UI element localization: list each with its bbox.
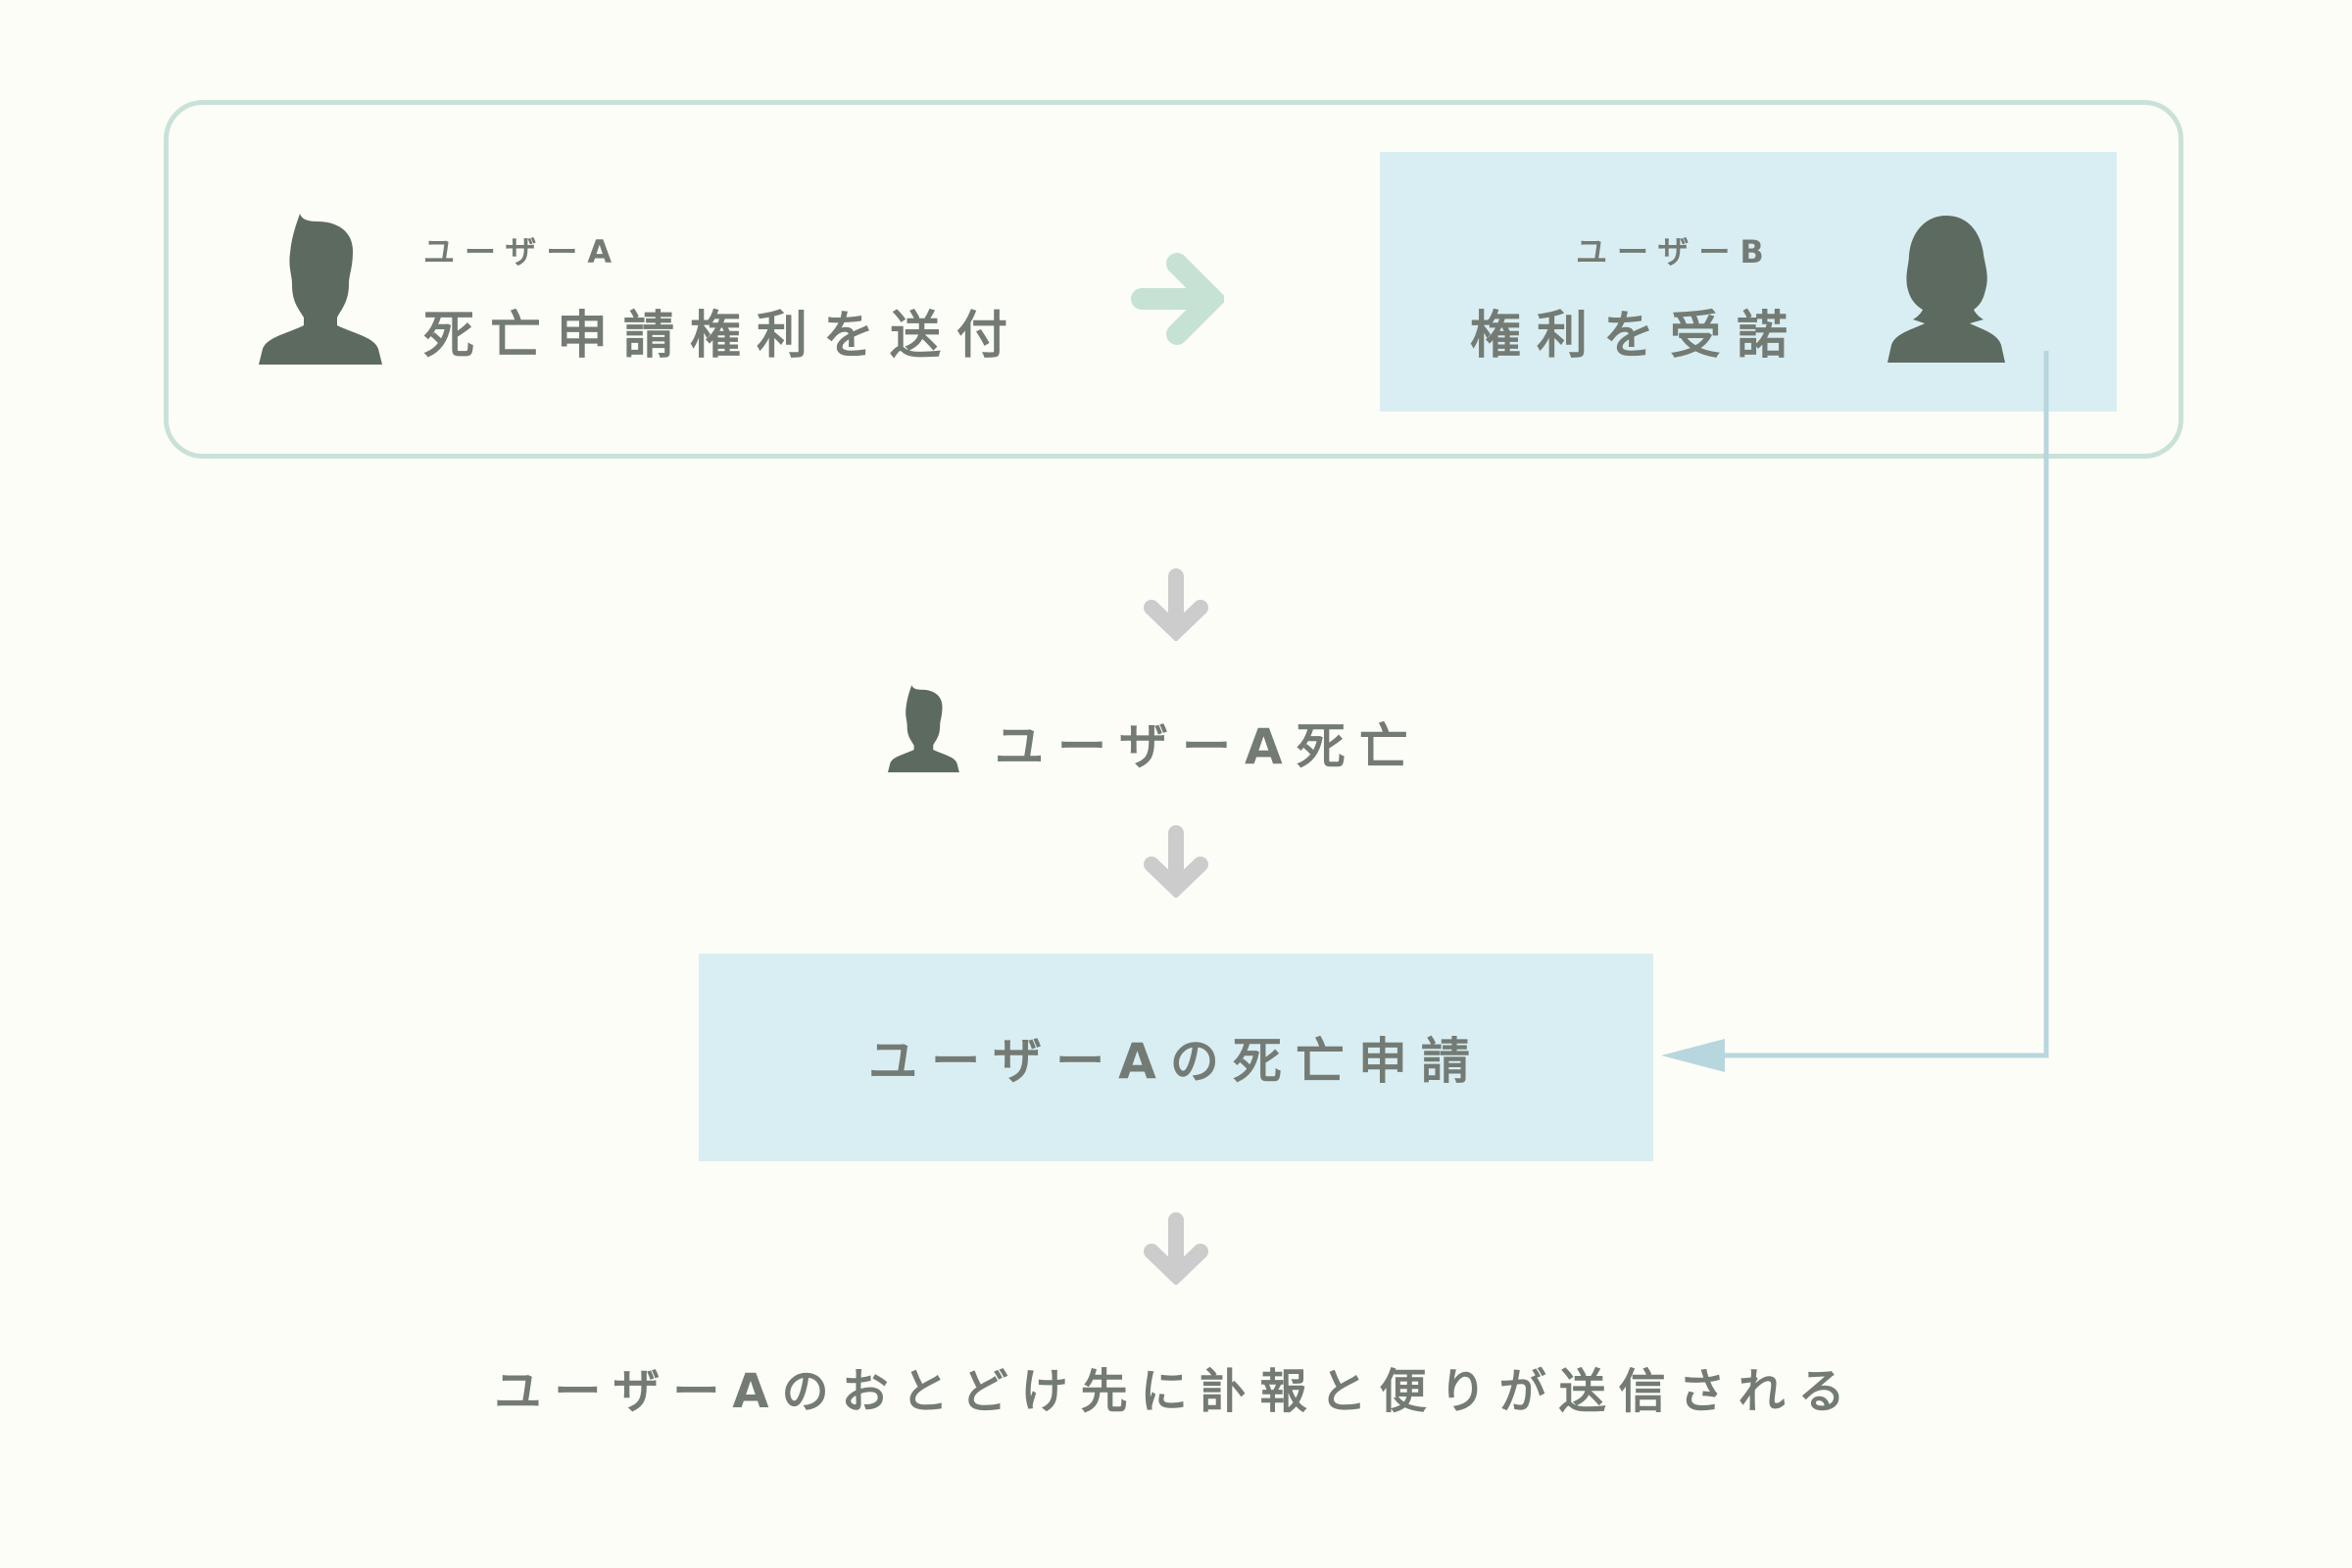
user-b-box [1380, 152, 2117, 412]
arrow-down-icon [1142, 568, 1210, 641]
notification-sent-label: ユーザーAのおとどけ先に訃報と便りが送信される [494, 1364, 1858, 1419]
arrow-down-icon [1142, 825, 1210, 898]
death-request-box: ユーザーAの死亡申請 [699, 954, 1653, 1161]
user-a-death-label: ユーザーA死亡 [995, 718, 1422, 775]
male-person-icon [259, 212, 384, 365]
step1-container [164, 100, 2183, 459]
sender-user-label: ユーザーA [423, 233, 622, 270]
receiver-user-label: ユーザーB [1576, 233, 1774, 270]
sender-action-label: 死亡申請権利を送付 [423, 307, 1024, 366]
male-person-icon [888, 679, 960, 777]
connector-arrow [1656, 351, 2058, 1081]
receiver-action-label: 権利を受諾 [1470, 307, 1804, 366]
arrow-down-icon [1142, 1212, 1210, 1285]
death-request-label: ユーザーAの死亡申請 [868, 1033, 1484, 1090]
female-person-icon [1887, 216, 2007, 363]
arrow-right-icon [1130, 252, 1224, 346]
